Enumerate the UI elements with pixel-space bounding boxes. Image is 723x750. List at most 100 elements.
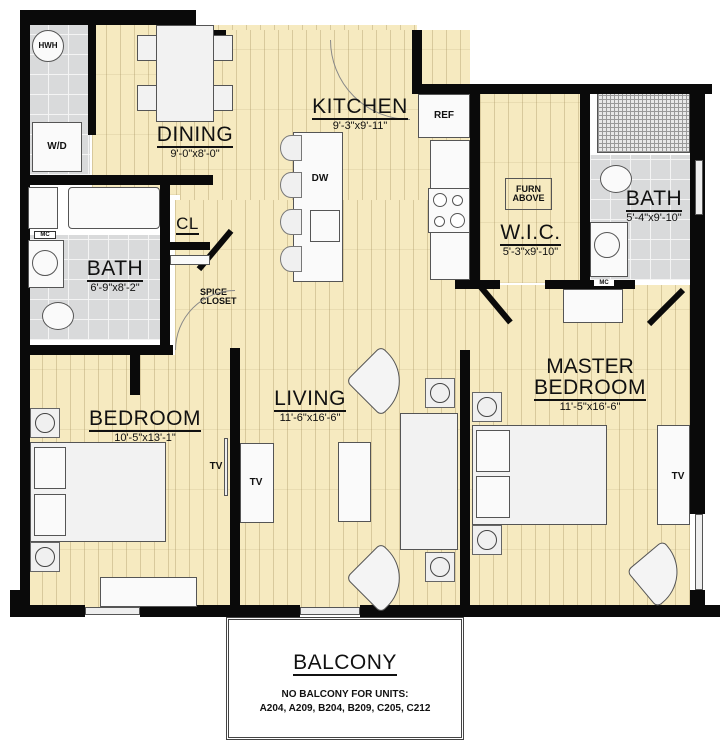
pillow [34, 447, 66, 489]
balcony-note: NO BALCONY FOR UNITS: A204, A209, B204, … [226, 688, 464, 716]
toilet [42, 302, 74, 330]
master-bedroom-label: MASTER BEDROOM 11'-5"x16'-6" [530, 356, 650, 413]
wall [230, 348, 240, 610]
room-dimensions: 9'-0"x8'-0" [170, 148, 220, 160]
master-sink [594, 232, 620, 258]
refrigerator [418, 94, 470, 138]
bathtub [68, 187, 160, 229]
dining-table [156, 25, 214, 122]
linen-cabinet [28, 187, 58, 229]
wall [455, 280, 500, 289]
coffee-table [338, 442, 371, 522]
washer-dryer [32, 122, 82, 172]
end-table-lamp [425, 378, 455, 408]
balcony-units-line: A204, A209, B204, B209, C205, C212 [259, 703, 431, 714]
tv-console [657, 425, 690, 525]
nightstand-lamp [30, 542, 60, 572]
dining-chair [213, 85, 233, 111]
room-name: BALCONY [293, 651, 397, 676]
living-label: LIVING 11'-6"x16'-6" [255, 388, 365, 424]
dining-chair [213, 35, 233, 61]
room-dimensions: 5'-4"x9'-10" [626, 212, 682, 224]
wall [690, 84, 705, 514]
burner [452, 195, 463, 206]
wall [470, 94, 480, 284]
room-dimensions: 6'-9"x8'-2" [90, 282, 140, 294]
room-name-line1: MASTER [546, 355, 634, 378]
hwh-label: HWH [38, 41, 58, 50]
wall [20, 10, 30, 610]
wall [10, 605, 85, 617]
balcony-note-line: NO BALCONY FOR UNITS: [281, 689, 409, 700]
furn-label-line: FURN [516, 184, 541, 194]
bar-stool [280, 172, 302, 198]
tv-label: TV [671, 471, 685, 482]
end-table-lamp [425, 552, 455, 582]
spice-closet [170, 255, 210, 265]
tv-label: TV [209, 461, 223, 472]
closet-label: CL [170, 215, 205, 235]
wall [28, 175, 213, 185]
balcony-label: BALCONY [226, 652, 464, 676]
wall [20, 10, 196, 25]
room-name: BEDROOM [88, 407, 201, 432]
bench [100, 577, 197, 607]
bath-sink [32, 250, 58, 276]
wall [412, 30, 422, 88]
wd-label: W/D [47, 141, 67, 152]
dresser [563, 289, 623, 323]
pillow [476, 476, 510, 518]
wall [130, 355, 140, 395]
wic-label: W.I.C. 5'-3"x9'-10" [483, 222, 578, 258]
dining-chair [137, 85, 157, 111]
wall [28, 345, 173, 355]
master-toilet [600, 165, 632, 193]
dining-chair [137, 35, 157, 61]
water-heater [32, 30, 64, 62]
pillow [476, 430, 510, 472]
shower [597, 93, 690, 153]
balcony-door [300, 607, 360, 615]
room-dimensions: 9'-3"x9'-11" [332, 120, 388, 132]
room-name: W.I.C. [500, 221, 561, 246]
bath-label: BATH 6'-9"x8'-2" [75, 258, 155, 294]
room-name: BATH [86, 257, 144, 282]
wall [140, 605, 300, 617]
bar-stool [280, 135, 302, 161]
wall [360, 605, 720, 617]
wall [88, 25, 96, 135]
burner [450, 213, 465, 228]
spice-label-line: SPICE [200, 287, 228, 297]
wall [160, 185, 170, 345]
burner [433, 193, 447, 207]
furnace-label: FURN ABOVE [505, 178, 552, 210]
room-name: KITCHEN [312, 95, 408, 120]
wall [412, 84, 712, 94]
room-name: LIVING [274, 387, 346, 412]
window [695, 514, 703, 590]
wall [545, 280, 635, 289]
dining-label: DINING 9'-0"x8'-0" [145, 124, 245, 160]
bedroom-label: BEDROOM 10'-5"x13'-1" [85, 408, 205, 444]
nightstand-lamp [30, 408, 60, 438]
room-name-line2: BEDROOM [533, 376, 646, 401]
wic-floor [480, 93, 580, 283]
tv-stand [240, 443, 274, 523]
bar-stool [280, 246, 302, 272]
room-dimensions: 10'-5"x13'-1" [114, 432, 176, 444]
above-label-line: ABOVE [512, 193, 545, 203]
room-dimensions: 5'-3"x9'-10" [502, 246, 559, 258]
burner [434, 216, 445, 227]
room-name: CL [176, 214, 199, 235]
island-sink [310, 210, 340, 242]
room-name: BATH [625, 187, 683, 212]
master-mc-label: MC [594, 280, 614, 286]
nightstand-lamp [472, 525, 502, 555]
kitchen-label: KITCHEN 9'-3"x9'-11" [305, 96, 415, 132]
mc-label: MC [34, 231, 56, 239]
bar-stool [280, 209, 302, 235]
room-name: DINING [156, 123, 234, 148]
master-bath-label: BATH 5'-4"x9'-10" [618, 188, 690, 224]
dw-label: DW [311, 173, 329, 184]
